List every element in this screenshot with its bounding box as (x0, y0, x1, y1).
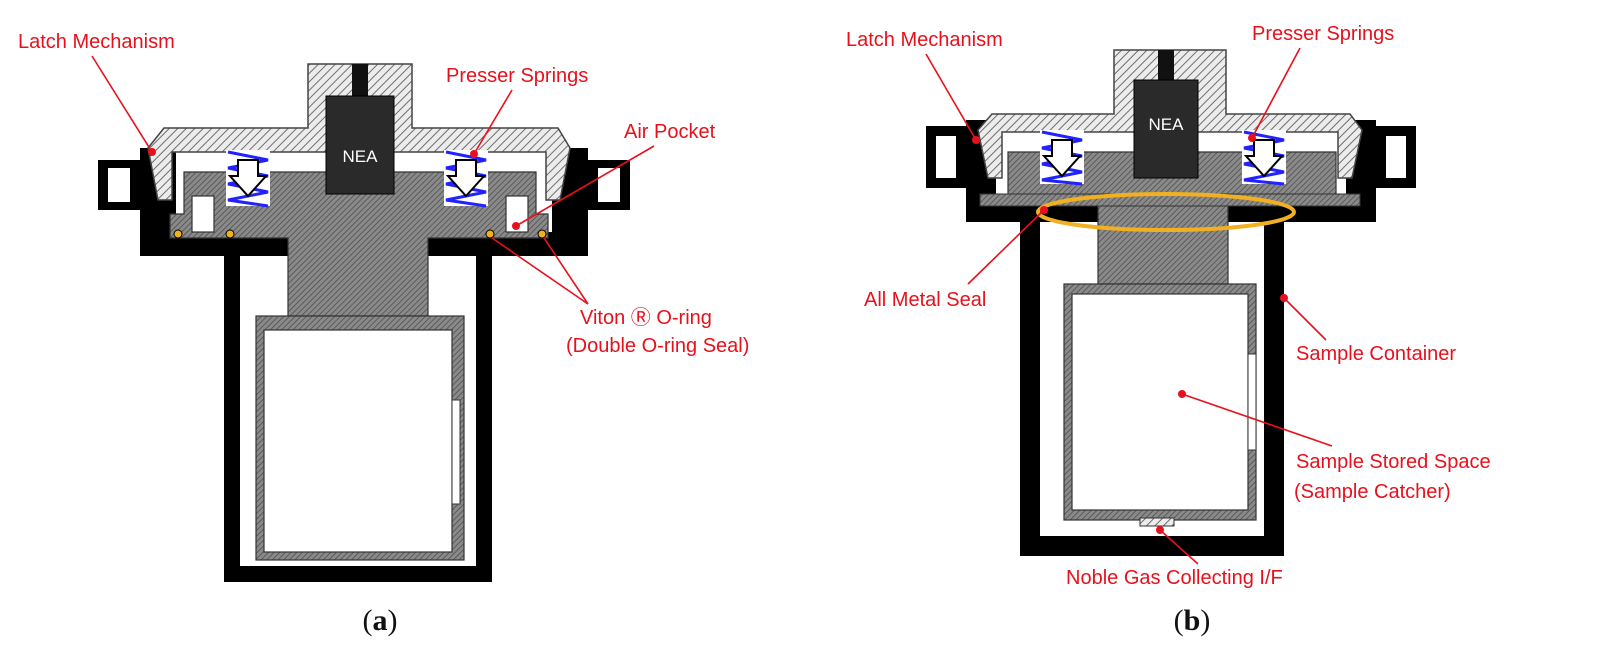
metal-seal-ring-b (1036, 192, 1296, 232)
label-latch-b: Latch Mechanism (846, 29, 1003, 51)
panel-a: NEA Latch Mechanism Presser Springs Air … (18, 31, 749, 637)
o-ring-2 (225, 229, 235, 239)
panel-b: NEA Latch Mechanism Presser Springs All … (846, 23, 1491, 637)
container-floor-a (224, 566, 492, 582)
latch-knob-left-inner (108, 168, 130, 202)
spring-left-a (226, 150, 270, 208)
nea-rod-a (352, 64, 368, 98)
air-pocket-left (191, 195, 215, 233)
label-air-pocket-a: Air Pocket (624, 121, 716, 143)
label-latch-a: Latch Mechanism (18, 31, 175, 53)
caption-a: (a) (363, 604, 398, 637)
nea-text-a: NEA (343, 147, 379, 166)
latch-knob-right-b-inner (1386, 136, 1406, 178)
sample-space-b (1071, 293, 1249, 511)
nea-text-b: NEA (1149, 115, 1185, 134)
label-presser-a: Presser Springs (446, 65, 588, 87)
o-ring-1 (173, 229, 183, 239)
nea-actuator-a (325, 95, 395, 195)
label-noble-gas-b: Noble Gas Collecting I/F (1066, 567, 1283, 589)
label-metal-seal-b: All Metal Seal (864, 289, 986, 311)
spring-right-a (444, 150, 488, 208)
catcher-window-a (451, 399, 461, 505)
container-wall-b (966, 120, 1376, 556)
label-container-b: Sample Container (1296, 343, 1456, 365)
latch-knob-left-b-inner (936, 136, 956, 178)
spring-left-b (1040, 130, 1084, 186)
caption-b: (b) (1174, 604, 1211, 637)
container-wall-a (140, 148, 588, 582)
label-viton-a-2: (Double O-ring Seal) (566, 335, 749, 357)
noble-gas-port-b (1139, 517, 1175, 527)
catcher-window-b (1247, 353, 1257, 451)
sample-space-a (263, 329, 453, 553)
label-viton-a-1: Viton Ⓡ O-ring (580, 306, 712, 329)
o-ring-3 (485, 229, 495, 239)
label-presser-b: Presser Springs (1252, 23, 1394, 45)
nea-rod-b (1158, 50, 1174, 82)
nea-actuator-b (1133, 79, 1199, 179)
label-stored-b-1: Sample Stored Space (1296, 451, 1491, 473)
o-ring-4 (537, 229, 547, 239)
label-stored-b-2: (Sample Catcher) (1294, 481, 1451, 503)
latch-knob-right-inner (598, 168, 620, 202)
